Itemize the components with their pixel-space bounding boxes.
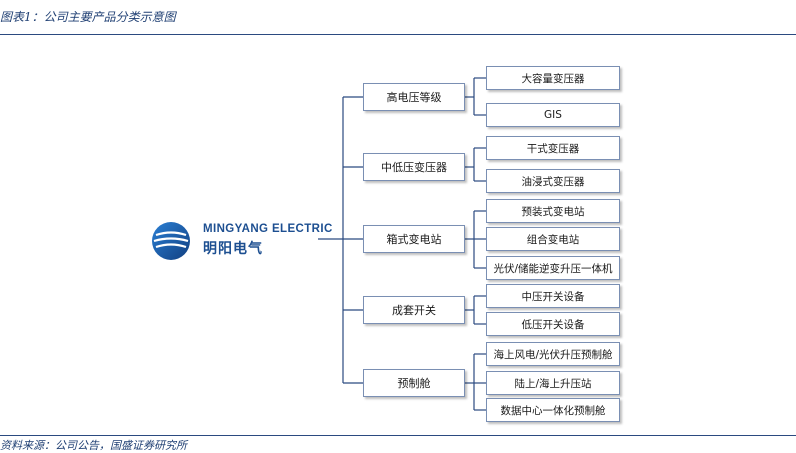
category-prefab-cabin: 预制舱 <box>363 369 465 397</box>
logo-chinese-name: 明阳电气 <box>203 241 263 257</box>
leaf-prefab-substation: 预装式变电站 <box>486 199 620 223</box>
leaf-pv-storage-inverter-booster: 光伏/储能逆变升压一体机 <box>486 256 620 280</box>
leaf-gis: GIS <box>486 103 620 127</box>
category-high-voltage: 高电压等级 <box>363 83 465 111</box>
leaf-large-capacity-transformer: 大容量变压器 <box>486 66 620 90</box>
category-switchgear: 成套开关 <box>363 296 465 324</box>
globe-logo-icon <box>152 222 190 260</box>
source-note: 资料来源：公司公告，国盛证券研究所 <box>0 439 187 452</box>
bottom-rule <box>0 435 796 436</box>
mingyang-logo: MINGYANG ELECTRIC 明阳电气 <box>150 220 333 262</box>
logo-english-name: MINGYANG ELECTRIC <box>203 223 333 235</box>
leaf-lv-switchgear: 低压开关设备 <box>486 312 620 336</box>
category-mid-low-voltage-transformer: 中低压变压器 <box>363 153 465 181</box>
leaf-data-center-prefab-cabin: 数据中心一体化预制舱 <box>486 398 620 422</box>
category-box-substation: 箱式变电站 <box>363 225 465 253</box>
leaf-mv-switchgear: 中压开关设备 <box>486 284 620 308</box>
figure-title: 图表1：公司主要产品分类示意图 <box>0 10 176 24</box>
leaf-offshore-wind-pv-booster-cabin: 海上风电/光伏升压预制舱 <box>486 342 620 366</box>
leaf-onshore-offshore-booster-station: 陆上/海上升压站 <box>486 371 620 395</box>
leaf-oil-immersed-transformer: 油浸式变压器 <box>486 169 620 193</box>
top-rule <box>0 34 796 35</box>
leaf-dry-type-transformer: 干式变压器 <box>486 136 620 160</box>
leaf-combined-substation: 组合变电站 <box>486 227 620 251</box>
